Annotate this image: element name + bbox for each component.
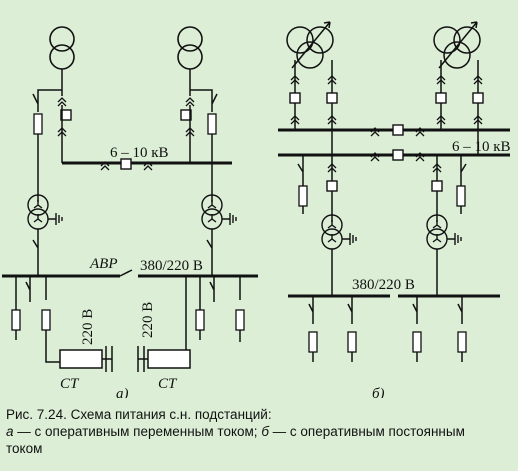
power-supply-schematic: 6 – 10 кВ АВР 380/220 В 220 В 220 В СТ С…: [2, 21, 511, 398]
transformer-right-1-icon: [286, 21, 334, 69]
caption-b-text: — с оперативным постоянным: [268, 424, 465, 439]
panel-label-b: б): [372, 386, 385, 398]
ct-label-2: СТ: [158, 376, 178, 392]
voltage-label-6-10kv-left: 6 – 10 кВ: [110, 145, 169, 161]
ct-label-1: СТ: [60, 376, 80, 392]
station-transformer-left-2-icon: [201, 194, 223, 230]
figure-caption-line-3: током: [6, 441, 43, 456]
diagram-b: [278, 21, 510, 362]
caption-b-letter: б: [261, 424, 269, 439]
transformer-left-2-icon: [177, 26, 203, 70]
avr-label: АВР: [89, 256, 118, 272]
lv-voltage-label-left: 380/220 В: [140, 258, 203, 274]
transformer-left-1-icon: [49, 26, 75, 70]
panel-label-a: а): [116, 386, 129, 398]
figure-caption-line-1: Рис. 7.24. Схема питания с.н. подстанций…: [6, 407, 272, 422]
voltage-label-6-10kv-right: 6 – 10 кВ: [452, 139, 511, 155]
figure-caption-line-2: а — с оперативным переменным током; б — …: [6, 423, 514, 440]
diagram-a: [2, 26, 258, 372]
station-transformer-left-1-icon: [27, 194, 49, 230]
dc-voltage-label-2: 220 В: [140, 302, 156, 338]
transformer-right-2-icon: [433, 21, 481, 69]
lv-voltage-label-right: 380/220 В: [352, 277, 415, 293]
caption-a-letter: а: [6, 424, 14, 439]
caption-a-text: — с оперативным переменным током;: [13, 424, 262, 439]
dc-voltage-label-1: 220 В: [80, 309, 96, 345]
